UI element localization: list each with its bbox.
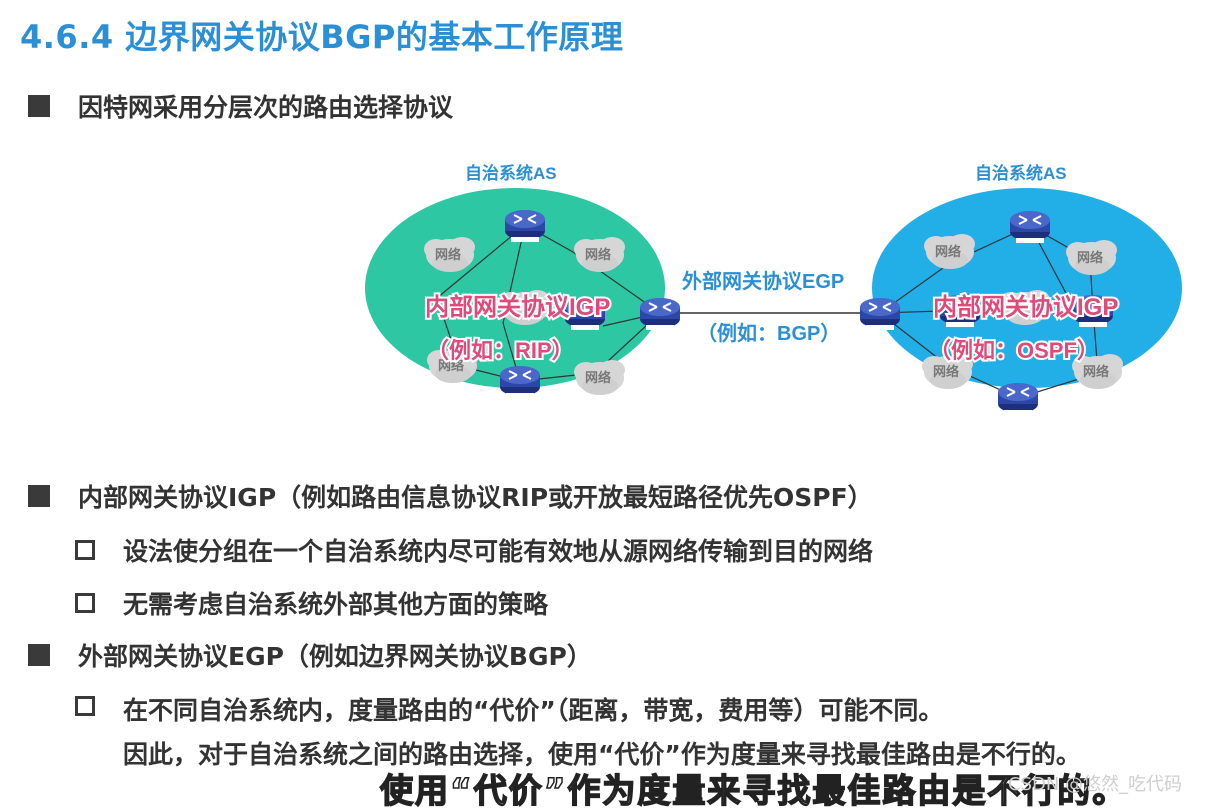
sub-bullet-igp-1: 设法使分组在一个自治系统内尽可能有效地从源网络传输到目的网络 — [75, 532, 873, 568]
bullet-square-icon — [28, 485, 50, 507]
network-label: 网络 — [1083, 364, 1109, 379]
bullet-igp: 内部网关协议IGP（例如路由信息协议RIP或开放最短路径优先OSPF） — [28, 478, 873, 514]
checkbox-square-icon — [75, 696, 95, 716]
bullet-text: 外部网关协议EGP（例如边界网关协议BGP） — [78, 642, 592, 671]
egp-label: 外部网关协议EGP — [682, 269, 844, 293]
sub-bullet-igp-2: 无需考虑自治系统外部其他方面的策略 — [75, 585, 548, 621]
right-igp-example: （例如：OSPF） — [929, 338, 1099, 363]
router-icon — [639, 297, 681, 331]
egp-example: （例如：BGP） — [697, 321, 840, 345]
bullet-square-icon — [28, 95, 50, 117]
router-icon — [997, 382, 1039, 416]
network-label: 网络 — [935, 244, 961, 259]
bullet-text: 内部网关协议IGP（例如路由信息协议RIP或开放最短路径优先OSPF） — [78, 483, 873, 512]
left-igp-label: 内部网关协议IGP — [425, 293, 610, 321]
as-left-label: 自治系统AS — [465, 163, 557, 183]
router-icon — [1009, 210, 1051, 244]
network-label: 网络 — [435, 247, 461, 262]
bullet-text: 因特网采用分层次的路由选择协议 — [78, 93, 454, 122]
network-label: 网络 — [585, 370, 611, 385]
bullet-egp: 外部网关协议EGP（例如边界网关协议BGP） — [28, 637, 592, 673]
bullet-square-icon — [28, 644, 50, 666]
sub-bullet-egp-1: 在不同自治系统内，度量路由的“代价”（距离，带宽，费用等）可能不同。 因此，对于… — [75, 691, 1081, 771]
checkbox-square-icon — [75, 540, 95, 560]
sub-bullet-text: 无需考虑自治系统外部其他方面的策略 — [123, 590, 549, 619]
checkbox-square-icon — [75, 593, 95, 613]
network-label: 网络 — [1077, 250, 1103, 265]
network-label: 网络 — [438, 358, 464, 373]
sub-bullet-text: 因此，对于自治系统之间的路由选择，使用“代价”作为度量来寻找最佳路由是不行的。 — [123, 740, 1081, 769]
router-icon — [504, 209, 546, 243]
router-icon — [499, 365, 541, 399]
as-left-region — [365, 188, 665, 388]
bgp-diagram: 自治系统AS 自治系统AS 网络 网络 网络 网络 — [365, 163, 1182, 416]
watermark: CSDN @悠然_吃代码 — [1008, 774, 1183, 795]
sub-bullet-text: 在不同自治系统内，度量路由的“代价”（距离，带宽，费用等）可能不同。 — [123, 696, 944, 725]
network-label: 网络 — [585, 247, 611, 262]
page-title: 4.6.4 边界网关协议BGP的基本工作原理 — [20, 18, 624, 56]
as-right-label: 自治系统AS — [975, 163, 1067, 183]
network-label: 网络 — [933, 364, 959, 379]
bullet-layered-routing: 因特网采用分层次的路由选择协议 — [28, 88, 453, 124]
left-igp-example: （例如：RIP） — [427, 338, 574, 363]
right-igp-label: 内部网关协议IGP — [933, 293, 1118, 321]
sub-bullet-text: 设法使分组在一个自治系统内尽可能有效地从源网络传输到目的网络 — [123, 537, 874, 566]
router-icon — [859, 297, 901, 331]
